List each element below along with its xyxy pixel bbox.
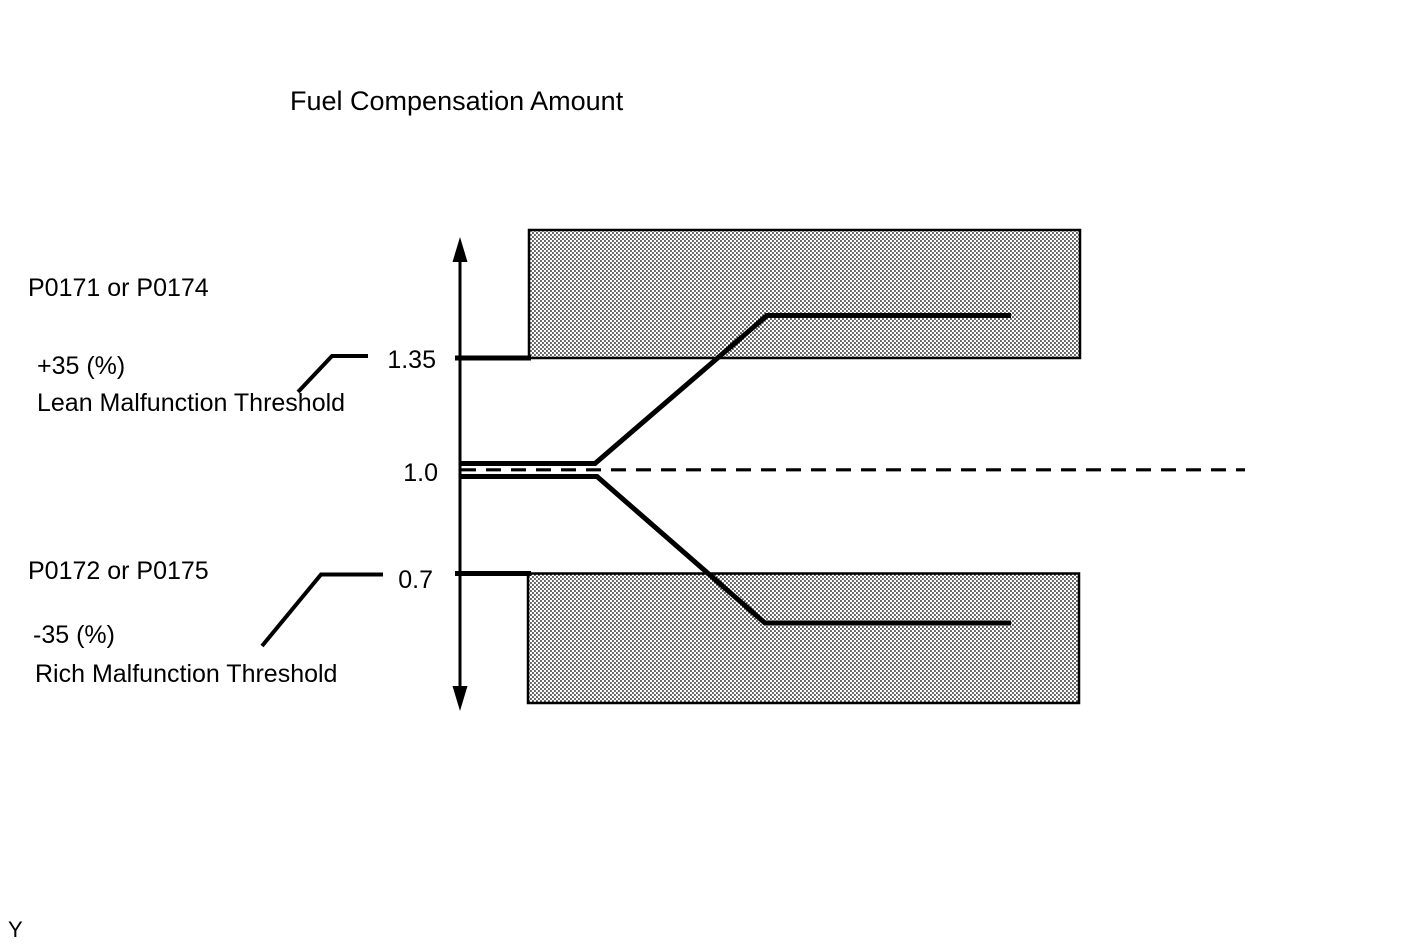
lean-annotation: P0171 or P0174 +35 (%) Lean Malfunction … xyxy=(28,274,345,417)
rich-malfunction-region xyxy=(526,572,1081,705)
y-axis-arrow-down-icon xyxy=(452,686,468,711)
lean-drift-line xyxy=(461,313,1011,466)
lean-dtc-codes-label: P0171 or P0174 xyxy=(28,274,209,302)
corner-y-label: Y xyxy=(8,917,23,942)
chart-title: Fuel Compensation Amount xyxy=(290,86,624,116)
lean-threshold-name-label: Lean Malfunction Threshold xyxy=(37,389,345,417)
lean-malfunction-region xyxy=(527,228,1082,360)
tick-label-lean-threshold: 1.35 xyxy=(387,346,436,374)
tick-label-nominal: 1.0 xyxy=(403,459,438,487)
rich-annotation: P0172 or P0175 -35 (%) Rich Malfunction … xyxy=(28,557,337,688)
y-axis xyxy=(452,237,468,711)
rich-leader-line xyxy=(260,572,383,648)
lean-leader-line xyxy=(296,354,368,394)
y-axis-arrow-up-icon xyxy=(452,237,468,262)
tick-label-rich-threshold: 0.7 xyxy=(398,566,433,594)
lean-percent-label: +35 (%) xyxy=(37,352,125,380)
rich-drift-line xyxy=(461,474,1011,626)
rich-dtc-codes-label: P0172 or P0175 xyxy=(28,557,209,585)
rich-threshold-name-label: Rich Malfunction Threshold xyxy=(35,660,337,688)
rich-percent-label: -35 (%) xyxy=(33,621,115,649)
